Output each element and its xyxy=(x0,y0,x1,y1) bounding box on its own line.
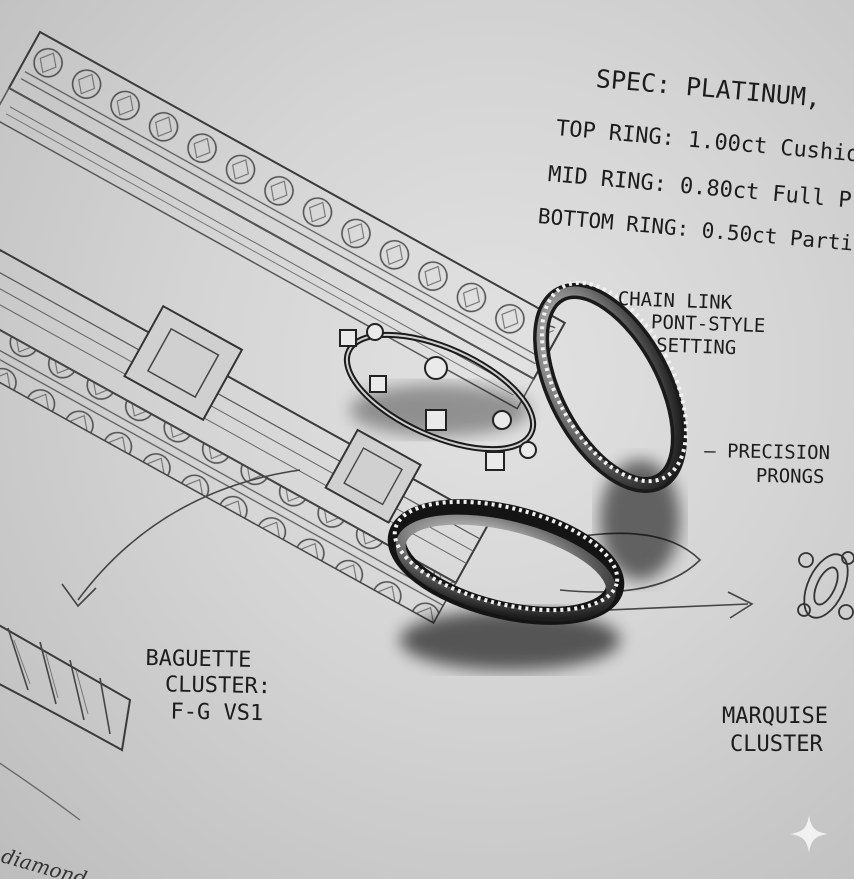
marquise-cluster-note: MARQUISE CLUSTER xyxy=(722,703,828,758)
note-line: F-G VS1 xyxy=(170,699,264,726)
baguette-cluster-note: BAGUETTE CLUSTER: F-G VS1 xyxy=(144,646,271,727)
precision-prongs-note: — PRECISION PRONGS xyxy=(704,440,831,490)
pave-eternity-band-flat xyxy=(387,499,625,625)
note-line: — PRECISION xyxy=(704,440,831,465)
chain-link-diamond-ring xyxy=(339,323,537,471)
note-line: MARQUISE xyxy=(722,704,828,729)
marquise-cluster-sketch xyxy=(797,551,854,620)
pave-eternity-band-tilted xyxy=(533,280,689,493)
note-line: CLUSTER: xyxy=(164,672,272,700)
note-line: BAGUETTE xyxy=(145,646,252,673)
baguette-cluster-sketch xyxy=(0,624,132,821)
note-line: CLUSTER xyxy=(730,731,823,757)
chain-link-note: CHAIN LINK PONT-STYLE SETTING xyxy=(616,288,767,360)
sparkle-icon xyxy=(790,815,828,853)
ring-shadow xyxy=(400,610,620,670)
pencil-sketch-band-lower xyxy=(0,248,492,624)
note-line: PRONGS xyxy=(755,464,825,488)
